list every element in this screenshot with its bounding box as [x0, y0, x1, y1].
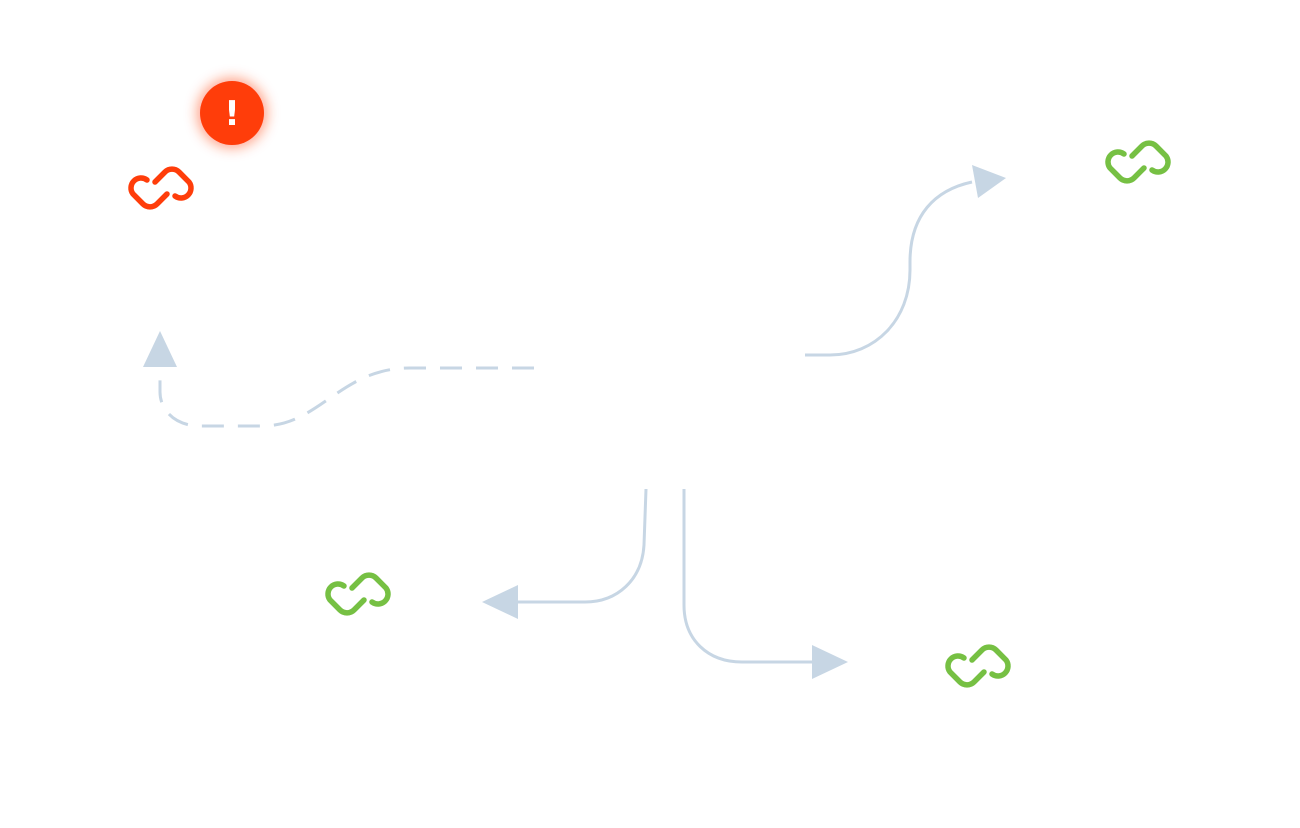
link-icon — [1105, 140, 1171, 184]
arrowhead-right — [972, 165, 1006, 198]
link-node-top-right[interactable] — [1105, 140, 1171, 184]
arrowhead-right — [812, 645, 848, 679]
alert-badge[interactable]: ! — [198, 79, 266, 147]
link-node-bottom-left[interactable] — [325, 572, 391, 616]
alert-badge-circle — [200, 81, 264, 145]
link-icon — [325, 572, 391, 616]
arrowhead-up — [143, 331, 177, 367]
connector-to-bottom-left-link — [482, 488, 648, 619]
link-node-bottom-right[interactable] — [945, 644, 1011, 688]
connector-to-top-right-link — [805, 165, 1006, 357]
connectors — [143, 165, 1006, 679]
arrowhead-left — [482, 585, 518, 619]
link-icon — [128, 166, 194, 210]
alert-icon: ! — [224, 94, 240, 134]
link-node-broken[interactable] — [128, 166, 194, 210]
connector-to-bottom-right-link — [682, 489, 848, 679]
connector-to-broken-link — [143, 331, 534, 428]
link-icon — [945, 644, 1011, 688]
